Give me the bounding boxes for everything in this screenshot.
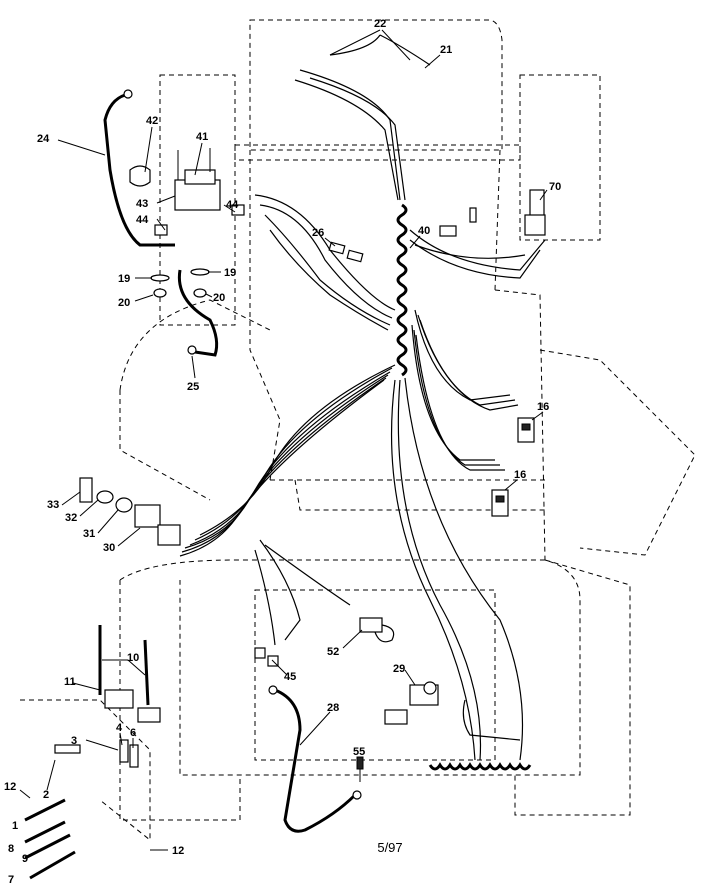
- callout-3: 3: [71, 735, 77, 747]
- switch-29: [384, 681, 439, 725]
- callout-44-left: 44: [136, 214, 149, 226]
- cable-28: [268, 685, 362, 833]
- callout-32: 32: [65, 512, 77, 524]
- ignition-switch-30-33: [79, 477, 181, 546]
- callout-labels: 22 21 42 41 24 43 44 44 70 26 40 19 19 2…: [4, 18, 561, 886]
- callout-9: 9: [22, 853, 28, 865]
- callout-45: 45: [284, 671, 296, 683]
- switch-16-upper: [517, 417, 535, 443]
- callout-30: 30: [103, 542, 115, 554]
- callout-31: 31: [83, 528, 95, 540]
- callout-42: 42: [146, 115, 158, 127]
- bracket-10-11: [54, 625, 161, 768]
- switch-16-lower: [491, 489, 509, 517]
- callout-28: 28: [327, 702, 339, 714]
- callout-20-left: 20: [118, 297, 130, 309]
- solenoid-assembly: [129, 148, 245, 236]
- bars-1-7-8-9: [24, 798, 76, 880]
- callout-24: 24: [37, 133, 50, 145]
- callout-8: 8: [8, 843, 14, 855]
- callout-40: 40: [418, 225, 430, 237]
- date-stamp: 5/97: [377, 840, 403, 855]
- callout-26: 26: [312, 227, 324, 239]
- callout-33: 33: [47, 499, 59, 511]
- callout-12-left: 12: [4, 781, 16, 793]
- callout-10: 10: [127, 652, 139, 664]
- callout-1: 1: [12, 820, 18, 832]
- callout-2: 2: [43, 789, 49, 801]
- callout-25: 25: [187, 381, 199, 393]
- callout-11: 11: [64, 676, 76, 688]
- plug-52: [359, 617, 395, 643]
- callout-16-lower: 16: [514, 469, 526, 481]
- connector-26: [328, 241, 364, 263]
- callout-19-left: 19: [118, 273, 130, 285]
- bolt-55: [356, 756, 364, 782]
- cable-24: [103, 89, 175, 247]
- connector-45: [254, 647, 279, 667]
- callout-41: 41: [196, 131, 208, 143]
- connectors-40: [439, 207, 477, 237]
- callout-4: 4: [116, 722, 123, 734]
- callout-43: 43: [136, 198, 148, 210]
- washers-19-20: [150, 268, 210, 298]
- callout-55: 55: [353, 746, 365, 758]
- relay-70: [524, 189, 546, 236]
- callout-44-right: 44: [226, 199, 239, 211]
- callout-21: 21: [440, 44, 452, 56]
- callout-70: 70: [549, 181, 561, 193]
- callout-52: 52: [327, 646, 339, 658]
- callout-16-upper: 16: [537, 401, 549, 413]
- chassis-outline: [20, 19, 696, 842]
- leader-lines: [19, 29, 548, 851]
- callout-22: 22: [374, 18, 386, 30]
- main-harness: [179, 34, 546, 761]
- cable-25: [177, 269, 219, 357]
- coiled-cable-29: [428, 699, 532, 771]
- callout-6: 6: [130, 727, 136, 739]
- callout-20-right: 20: [213, 292, 225, 304]
- callout-29: 29: [393, 663, 405, 675]
- callout-19-right: 19: [224, 267, 236, 279]
- callout-12-bottom: 12: [172, 845, 184, 857]
- callout-7: 7: [8, 874, 14, 886]
